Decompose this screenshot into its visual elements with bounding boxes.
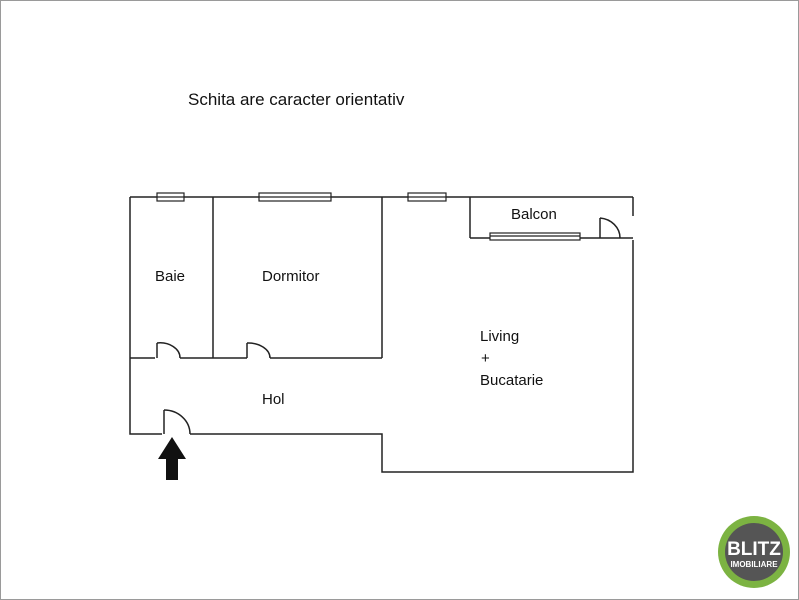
blitz-logo: BLITZ IMOBILIARE — [718, 516, 790, 588]
door-entrance — [163, 409, 191, 435]
room-label-bucatarie: Bucatarie — [480, 372, 543, 389]
door-baie — [156, 342, 181, 359]
logo-text-sub: IMOBILIARE — [730, 560, 778, 569]
door-dormitor — [246, 342, 271, 359]
room-label-dormitor: Dormitor — [262, 268, 320, 285]
door-balcon — [599, 217, 621, 239]
room-label-plus: + — [481, 350, 490, 367]
room-label-balcon: Balcon — [511, 206, 557, 223]
room-label-living: Living — [480, 328, 519, 345]
logo-inner — [725, 523, 783, 581]
windows — [156, 192, 581, 241]
room-label-hol: Hol — [262, 391, 285, 408]
room-label-baie: Baie — [155, 268, 185, 285]
interior-walls — [130, 197, 633, 359]
doors — [156, 217, 621, 435]
logo-text-main: BLITZ — [727, 539, 781, 560]
plan-title: Schita are caracter orientativ — [188, 90, 405, 109]
entrance-arrow-icon — [158, 437, 186, 480]
